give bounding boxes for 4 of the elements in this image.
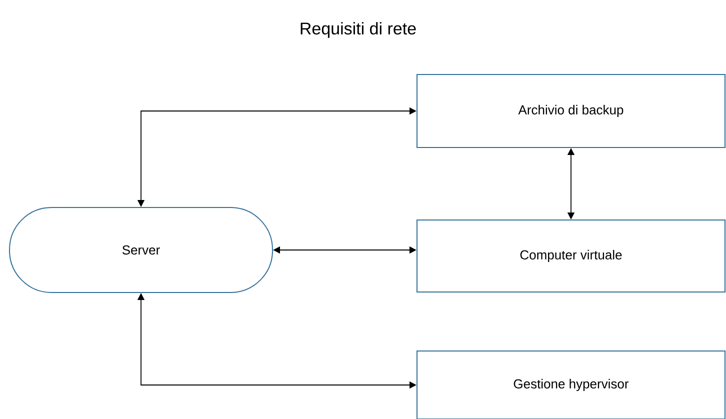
process-box: Computer virtuale (416, 220, 726, 292)
process-box: Gestione hypervisor (416, 350, 726, 419)
title: Requisiti di rete (300, 22, 416, 38)
process-box: Archivio di backup (416, 74, 726, 148)
